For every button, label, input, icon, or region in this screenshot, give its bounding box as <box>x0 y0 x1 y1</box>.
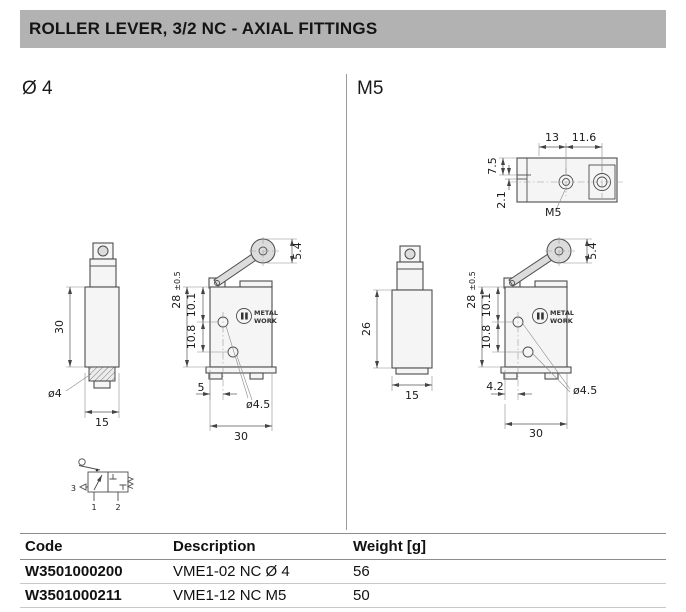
dim-height-step: 2.1 <box>495 191 508 209</box>
right-front-view: METAL WORK 5.4 28±0.5 10.1 10.8 <box>465 237 599 440</box>
cell-code: W3501000200 <box>25 563 123 580</box>
right-top-view: 13 11.6 7.5 2.1 M5 <box>486 131 623 219</box>
cell-weight: 56 <box>353 563 370 580</box>
symbol-box-rest <box>107 471 129 493</box>
dim-body-height: 28±0.5 <box>465 271 478 308</box>
title-bar: ROLLER LEVER, 3/2 NC - AXIAL FITTINGS <box>20 10 666 48</box>
lever-housing <box>396 261 424 291</box>
dim-front-width: 30 <box>529 427 543 440</box>
dim-hole-diameter: ø4.5 <box>246 398 270 411</box>
logo-text-metal: METAL <box>550 309 574 317</box>
cell-description: VME1-12 NC M5 <box>173 587 287 604</box>
metalwork-logo: METAL WORK <box>532 308 574 325</box>
pivot-pin <box>509 280 515 286</box>
dim-port-edge-offset: 4.2 <box>486 380 504 393</box>
symbol-roller-icon <box>78 458 86 466</box>
logo-text-work: WORK <box>550 317 574 325</box>
dim-roller-width: 5.4 <box>291 242 304 260</box>
dim-port-top-offset: 10.1 <box>185 293 198 318</box>
pneumatic-symbol: 3 1 2 <box>71 458 135 512</box>
column-header-description: Description <box>173 538 256 555</box>
metalwork-logo: METAL WORK <box>236 308 278 325</box>
right-side-view: 26 15 <box>360 245 433 402</box>
dim-pitch-right: 11.6 <box>572 131 597 144</box>
dim-body-height: 28±0.5 <box>170 271 183 308</box>
section-divider <box>346 74 347 530</box>
dim-thread: M5 <box>545 206 562 219</box>
dim-roller-width: 5.4 <box>586 242 599 260</box>
roller-axle <box>404 248 416 260</box>
logo-text-metal: METAL <box>254 309 278 317</box>
symbol-port-2: 2 <box>115 503 120 512</box>
cell-description: VME1-02 NC Ø 4 <box>173 563 290 580</box>
roller-axle <box>97 245 109 257</box>
valve-body <box>209 286 273 368</box>
dim-port-edge-offset: 5 <box>198 381 205 394</box>
symbol-exhaust-icon <box>78 483 87 491</box>
column-header-weight: Weight [g] <box>353 538 427 555</box>
fitting-nipple <box>93 380 111 389</box>
dim-side-width: 15 <box>405 389 419 402</box>
pivot-pin <box>214 280 220 286</box>
dim-front-width: 30 <box>234 430 248 443</box>
section-label-m5: M5 <box>357 78 384 99</box>
dim-port-spacing: 10.8 <box>185 325 198 350</box>
table-row: W3501000211 VME1-12 NC M5 50 <box>20 584 666 608</box>
valve-body <box>84 286 120 368</box>
table-header-row: Code Description Weight [g] <box>20 534 666 560</box>
left-side-view: 30 ø4 15 <box>48 242 120 429</box>
cell-code: W3501000211 <box>25 587 122 604</box>
symbol-port-3: 3 <box>71 484 76 493</box>
dim-side-width: 15 <box>95 416 109 429</box>
symbol-spring-icon <box>126 476 135 489</box>
cell-weight: 50 <box>353 587 370 604</box>
dim-side-height: 26 <box>360 322 373 336</box>
dim-height-top: 7.5 <box>486 157 499 175</box>
dim-pitch-left: 13 <box>545 131 559 144</box>
logo-text-work: WORK <box>254 317 278 325</box>
symbol-port-1: 1 <box>91 503 96 512</box>
section-label-diameter4: Ø 4 <box>22 78 53 99</box>
lever-housing <box>89 258 117 288</box>
dim-fitting-diameter: ø4 <box>48 387 62 400</box>
dim-hole-diameter: ø4.5 <box>573 384 597 397</box>
page-title: ROLLER LEVER, 3/2 NC - AXIAL FITTINGS <box>29 19 378 38</box>
table-row: W3501000200 VME1-02 NC Ø 4 56 <box>20 560 666 584</box>
column-header-code: Code <box>25 538 63 555</box>
valve-body <box>504 286 568 368</box>
dim-side-height: 30 <box>53 320 66 334</box>
valve-body <box>391 289 433 369</box>
axial-fitting <box>88 366 116 382</box>
left-front-view: METAL WORK 5.4 28±0.5 10.1 10.8 <box>170 237 304 443</box>
dim-port-top-offset: 10.1 <box>480 293 493 318</box>
dim-port-spacing: 10.8 <box>480 325 493 350</box>
product-table: Code Description Weight [g] W3501000200 … <box>20 533 666 608</box>
